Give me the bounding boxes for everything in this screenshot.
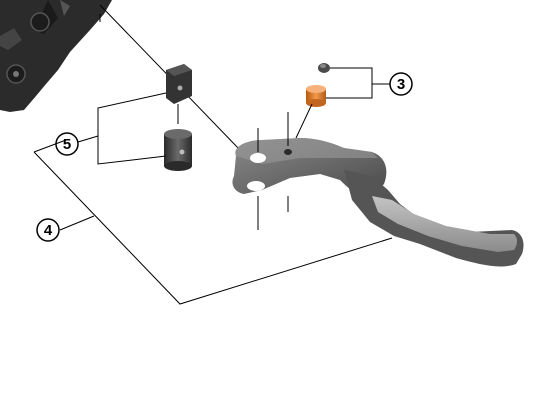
callout-3-leader [326, 67, 390, 99]
lever-bracket [0, 0, 112, 112]
callout-3-label: 3 [397, 76, 405, 93]
callout-3: 3 [389, 72, 413, 96]
pivot-upper-block [166, 64, 192, 104]
callout-4: 4 [36, 218, 60, 242]
adjust-screw [318, 63, 330, 73]
callout-5-label: 5 [63, 136, 71, 153]
pivot-lower-cylinder [164, 129, 192, 171]
callout-4-label: 4 [44, 222, 53, 239]
bushing-guide-line [295, 103, 313, 139]
brake-lever [232, 138, 524, 267]
callout-5: 5 [55, 132, 79, 156]
callout-5-leader [77, 92, 167, 165]
callout-4-outline [33, 139, 393, 305]
pivot-vertical-guides [257, 112, 289, 230]
orange-bushing [306, 85, 326, 107]
